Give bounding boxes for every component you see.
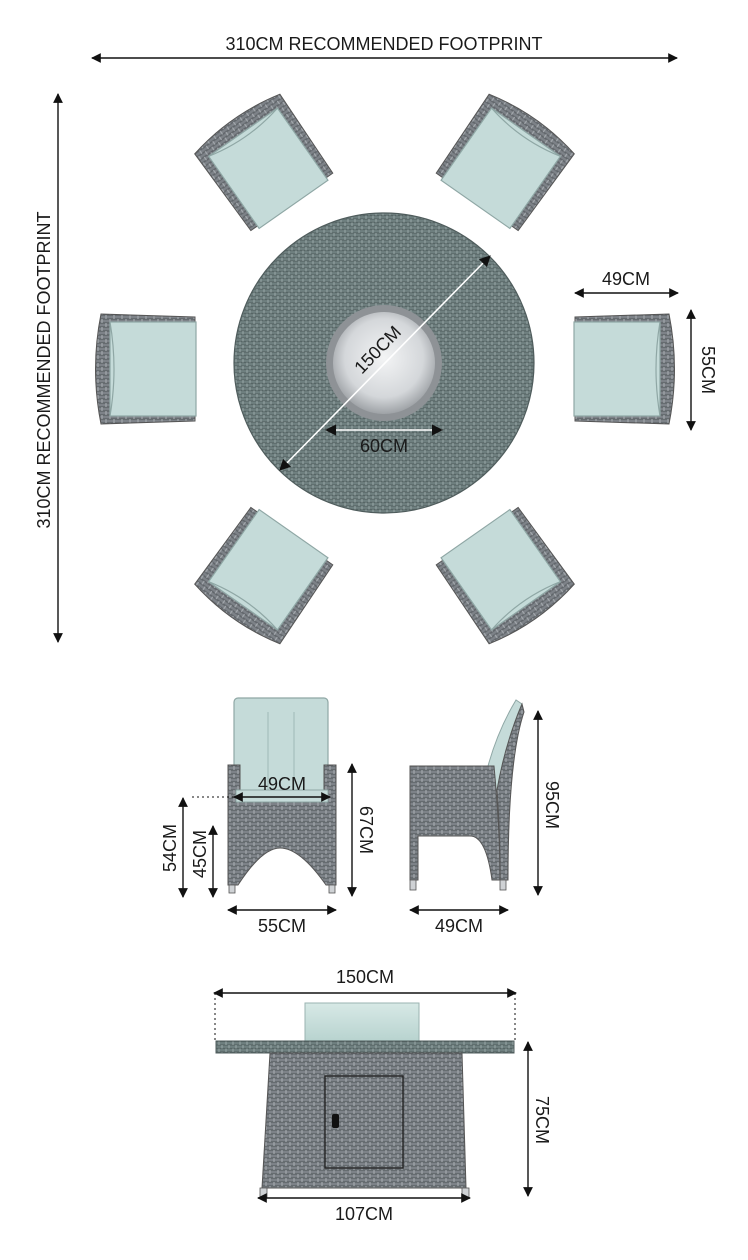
door-handle [332, 1114, 339, 1128]
chair-side-depth-label: 49CM [435, 916, 483, 936]
burner-diameter-dimension: 60CM [324, 424, 444, 456]
chair-front-inner-width-label: 49CM [258, 774, 306, 794]
chair-front-view: 49CM 54CM 45CM 67CM 55CM [160, 697, 376, 936]
chair-front-height-label: 67CM [356, 806, 376, 854]
chair-top-depth-dimension: 55CM [686, 309, 718, 431]
burner-diameter-label: 60CM [360, 436, 408, 456]
table-side-height-label: 75CM [532, 1096, 552, 1144]
chair-bottom-right [435, 506, 575, 645]
chair-front-arm-height-label: 54CM [160, 824, 180, 872]
chair-front-seat-height-label: 45CM [190, 830, 210, 878]
chair-top-width-label: 49CM [602, 269, 650, 289]
chair-front-width-label: 55CM [258, 916, 306, 936]
chair-right [573, 313, 675, 425]
footprint-height-label: 310CM RECOMMENDED FOOTPRINT [34, 211, 54, 528]
chair-top-right [435, 93, 575, 232]
glass-wind-guard [304, 1002, 420, 1042]
footprint-width-label: 310CM RECOMMENDED FOOTPRINT [225, 34, 542, 54]
chair-top-width-dimension: 49CM [574, 269, 679, 298]
chair-bottom-left [194, 506, 334, 645]
chair-top-left [194, 93, 334, 232]
chair-left [95, 313, 197, 425]
table-side-view: 150CM 75CM 107CM [213, 967, 552, 1224]
table-side-base-width-label: 107CM [335, 1204, 393, 1224]
footprint-height-dimension: 310CM RECOMMENDED FOOTPRINT [34, 93, 63, 643]
footprint-width-dimension: 310CM RECOMMENDED FOOTPRINT [91, 34, 678, 63]
top-view: 150CM 60CM 49CM 55CM [95, 93, 718, 645]
table-side-width-label: 150CM [336, 967, 394, 987]
chair-side-height-label: 95CM [542, 781, 562, 829]
chair-top-depth-label: 55CM [698, 346, 718, 394]
chair-side-view: 95CM 49CM [409, 699, 562, 936]
